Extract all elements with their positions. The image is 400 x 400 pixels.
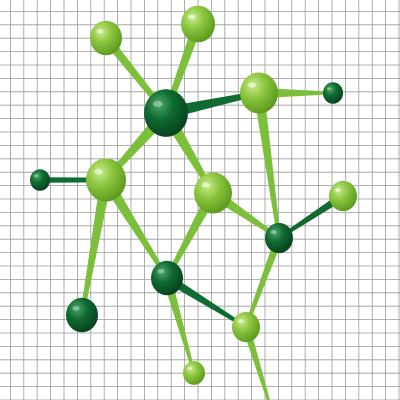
atom-sphere [183, 361, 205, 385]
bonds-group [40, 22, 346, 400]
atom-highlight [270, 230, 277, 235]
atom-sphere [30, 169, 50, 191]
bond-a1-a3 [102, 35, 169, 115]
atom-sphere [90, 20, 122, 56]
atom-highlight [94, 168, 103, 175]
atom-highlight [187, 14, 196, 20]
bond-a11-a14 [162, 276, 196, 374]
atom-sphere [86, 158, 126, 202]
atom-sphere [66, 297, 98, 333]
atom-highlight [187, 366, 193, 370]
bond-a4-a10 [253, 92, 281, 239]
atom-highlight [334, 188, 341, 193]
atom-highlight [247, 82, 256, 88]
atom-a6 [30, 169, 50, 191]
bond-a8-a11 [165, 190, 218, 279]
atom-highlight [34, 174, 39, 178]
atom-highlight [157, 269, 165, 274]
atom-a12 [66, 297, 98, 333]
atom-highlight [237, 319, 244, 324]
atom-a2 [181, 5, 215, 43]
atom-highlight [152, 100, 163, 107]
bond-a3-a4 [164, 90, 260, 119]
bond-a10-a13 [244, 236, 283, 328]
bond-a7-a12 [80, 179, 112, 316]
atom-sphere [151, 260, 183, 296]
atom-a11 [151, 260, 183, 296]
atom-highlight [72, 306, 80, 311]
atom-highlight [201, 182, 210, 188]
atom-highlight [327, 87, 332, 91]
atom-sphere [265, 222, 293, 254]
atom-sphere [144, 89, 188, 137]
atom-sphere [323, 82, 343, 104]
bond-a11-a13 [164, 274, 247, 329]
atom-a13 [232, 311, 260, 343]
bond-a9-a10 [278, 192, 346, 240]
atom-highlight [96, 29, 104, 34]
atoms-group [30, 5, 357, 385]
bond-a7-a11 [101, 177, 169, 279]
atom-sphere [329, 180, 357, 212]
atom-sphere [194, 172, 232, 214]
atom-a7 [86, 158, 126, 202]
atom-a3 [144, 89, 188, 137]
atom-a9 [329, 180, 357, 212]
atom-sphere [240, 72, 278, 114]
bond-a13-a13x [242, 325, 270, 400]
atom-sphere [232, 311, 260, 343]
atom-a8 [194, 172, 232, 214]
atom-a14 [183, 361, 205, 385]
atom-a5 [323, 82, 343, 104]
atom-a1 [90, 20, 122, 56]
atom-a10 [265, 222, 293, 254]
atom-sphere [181, 5, 215, 43]
atom-a4 [240, 72, 278, 114]
